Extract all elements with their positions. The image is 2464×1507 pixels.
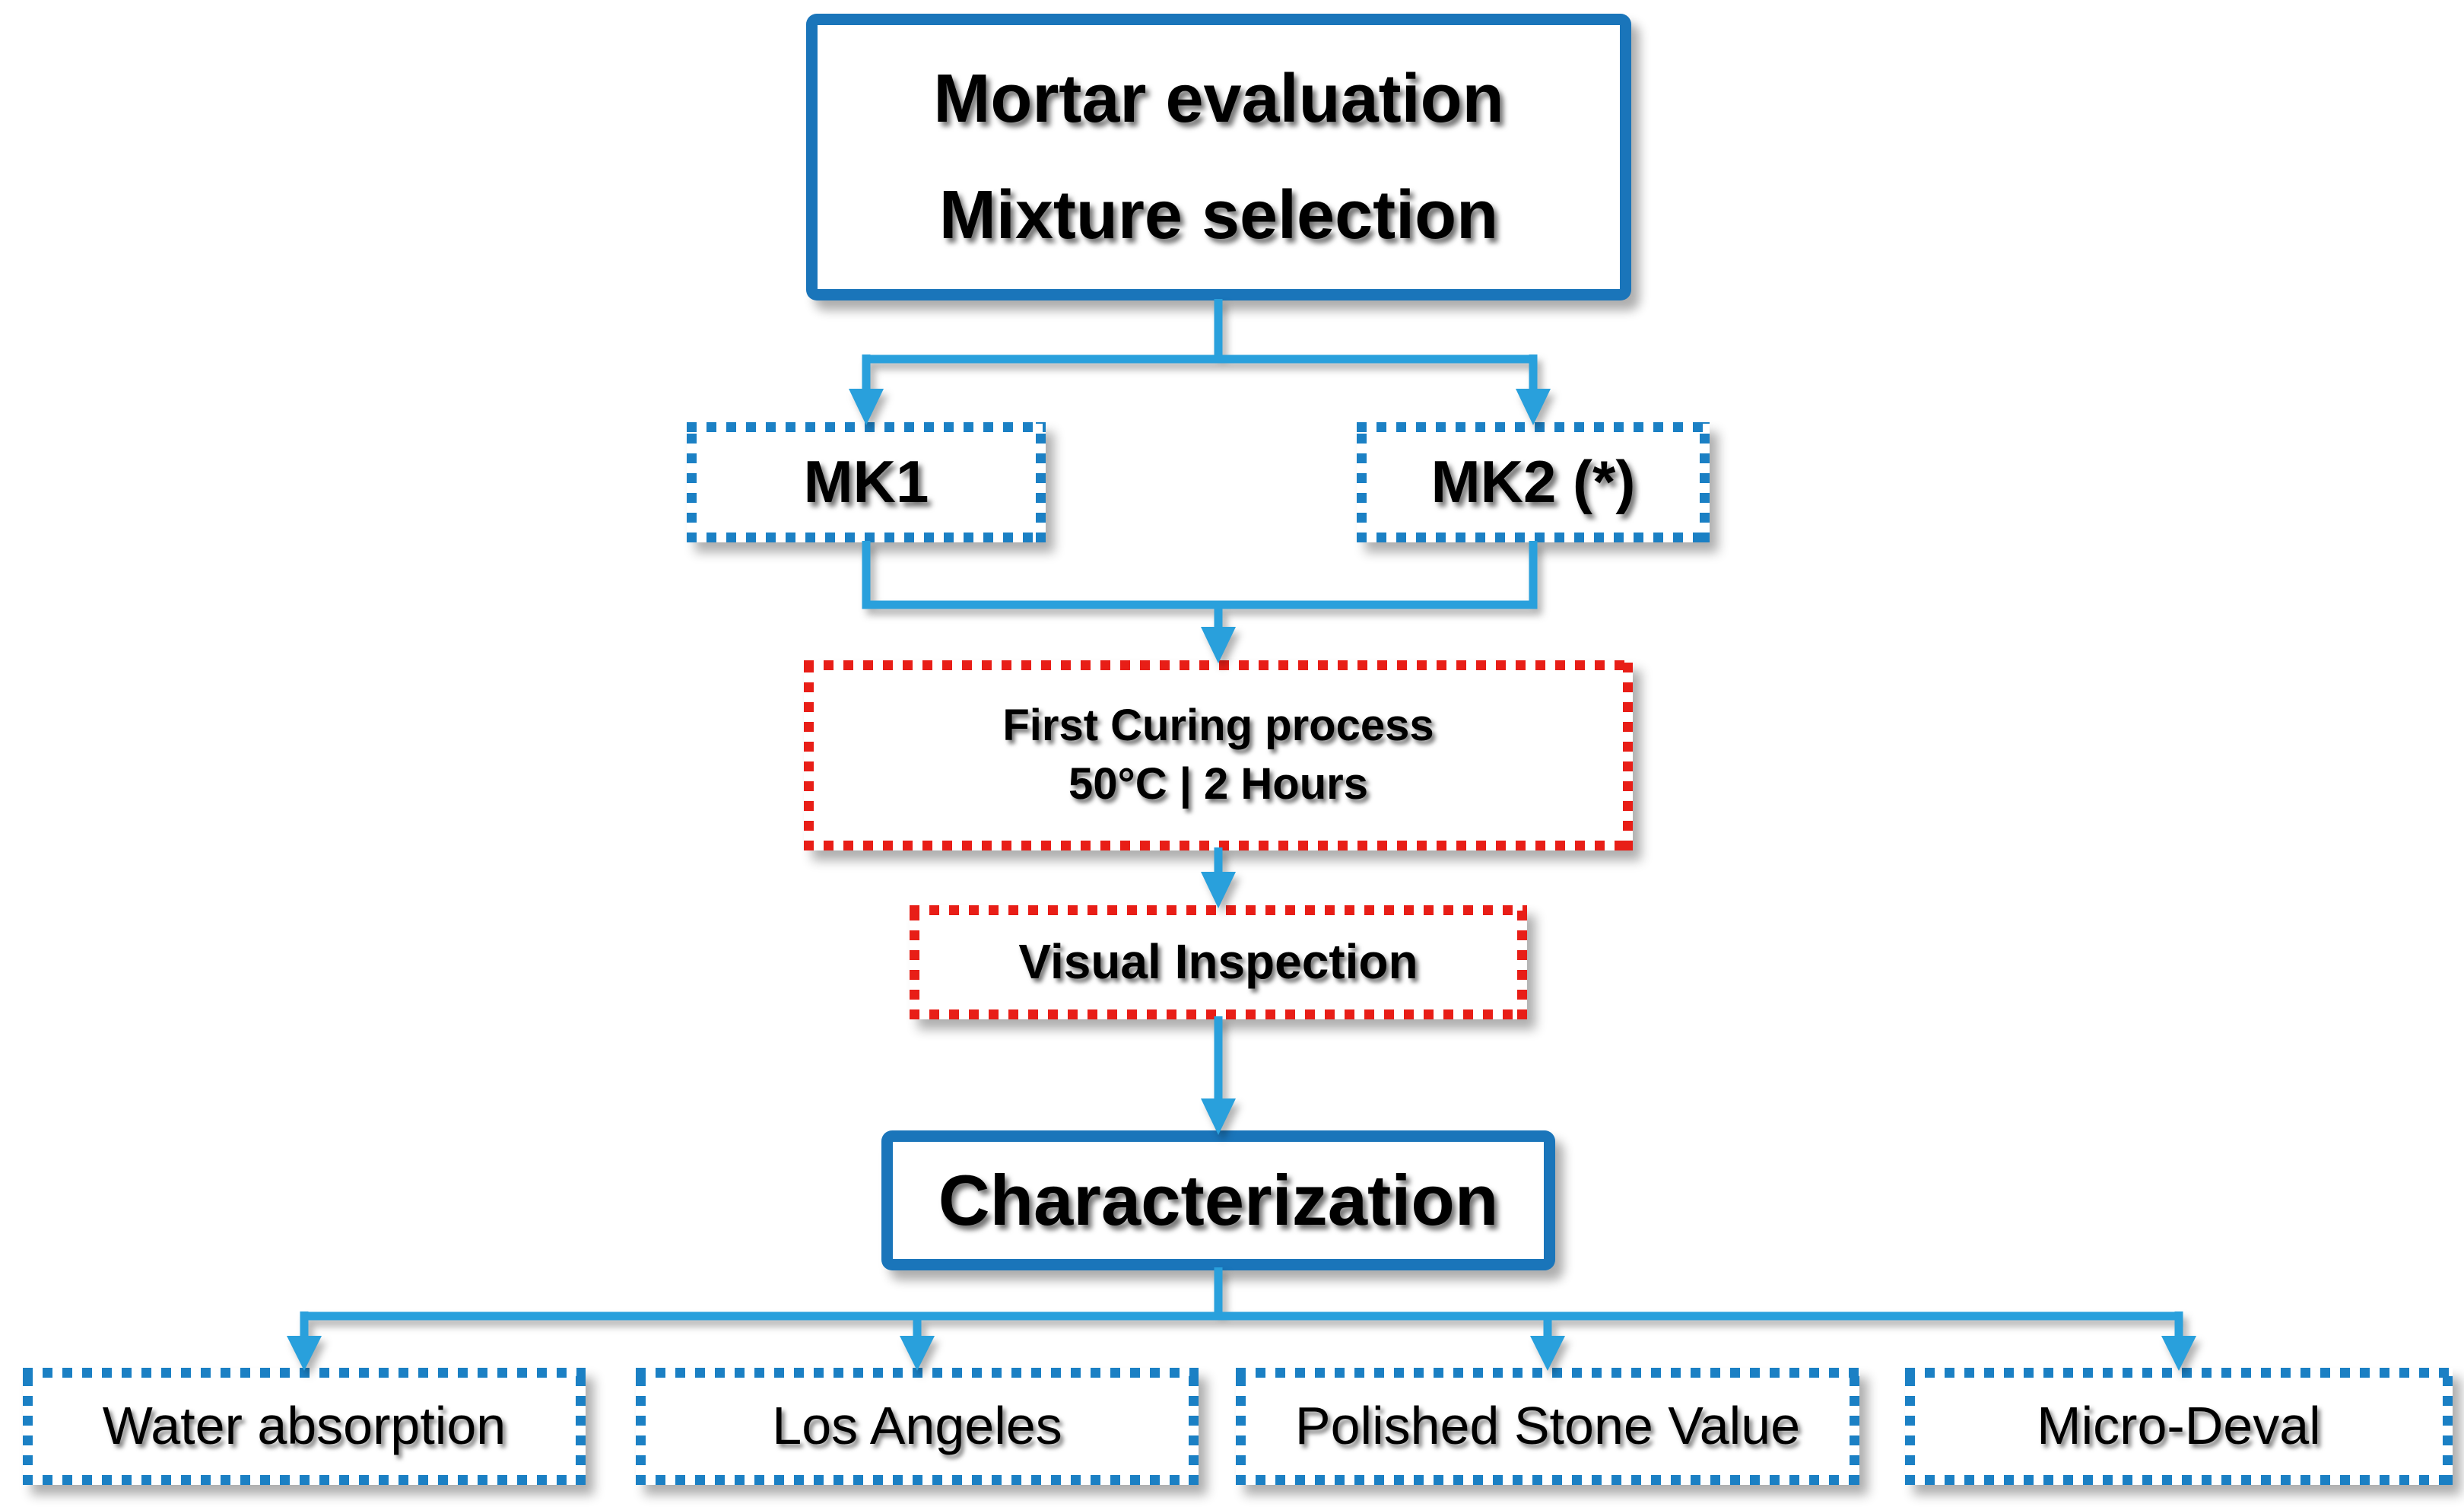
los-angeles-label: Los Angeles (772, 1396, 1062, 1456)
mk2-label: MK2 (*) (1430, 448, 1636, 516)
mortar-evaluation-label: Mortar evaluation (933, 61, 1504, 137)
node-characterization: Characterization (881, 1130, 1555, 1270)
polished-stone-value-label: Polished Stone Value (1294, 1396, 1801, 1456)
arrowhead-mk1 (849, 389, 884, 425)
connector-characterization-split (300, 1267, 2183, 1340)
node-visual-inspection: Visual Inspection (910, 905, 1527, 1019)
node-first-curing-process: First Curing process 50°C | 2 Hours (804, 660, 1633, 850)
node-water-absorption: Water absorption (23, 1368, 586, 1485)
curing-temperature-label: 50°C | 2 Hours (1068, 759, 1368, 809)
arrowhead-curing (1201, 627, 1236, 663)
water-absorption-label: Water absorption (102, 1396, 506, 1456)
arrowhead-visual (1201, 872, 1236, 908)
arrowhead-mk2 (1516, 389, 1551, 425)
arrowhead-micro-deval (2161, 1336, 2196, 1371)
characterization-label: Characterization (938, 1159, 1499, 1240)
micro-deval-label: Micro-Deval (2037, 1396, 2321, 1456)
arrowhead-characterization (1201, 1098, 1236, 1135)
node-mk2: MK2 (*) (1357, 422, 1710, 542)
node-polished-stone-value: Polished Stone Value (1236, 1368, 1859, 1485)
arrowhead-los-angeles (900, 1336, 935, 1371)
mixture-selection-label: Mixture selection (938, 176, 1499, 253)
first-curing-process-label: First Curing process (1002, 701, 1434, 751)
node-mortar-evaluation: Mortar evaluation Mixture selection (806, 14, 1631, 300)
visual-inspection-label: Visual Inspection (1018, 934, 1418, 990)
connector-top-split (862, 299, 1538, 393)
node-los-angeles: Los Angeles (636, 1368, 1199, 1485)
mk1-label: MK1 (803, 448, 929, 516)
arrowhead-polished-stone-value (1530, 1336, 1565, 1371)
node-mk1: MK1 (687, 422, 1046, 542)
node-micro-deval: Micro-Deval (1905, 1368, 2453, 1485)
arrowhead-water-absorption (287, 1336, 322, 1371)
connector-mk-merge (862, 541, 1538, 633)
